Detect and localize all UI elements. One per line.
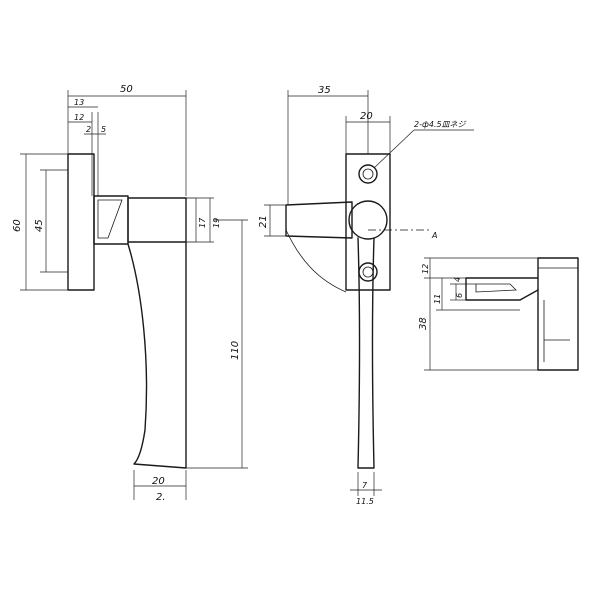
front-lever <box>357 237 375 469</box>
front-screw-hole-bottom <box>358 262 378 282</box>
section-view: 12 4 11 6 38 <box>418 257 579 371</box>
dim-13: 13 <box>74 98 84 107</box>
dim-20: 20 <box>360 111 373 122</box>
section-mark-a: A <box>431 231 437 240</box>
dim-2: 2 <box>86 125 91 134</box>
front-hub <box>348 200 388 240</box>
side-view: 50 13 12 2 5 60 45 17 19 110 <box>12 84 248 503</box>
section-dim-4: 4 <box>453 277 462 282</box>
side-spindle <box>127 197 187 243</box>
dim-60: 60 <box>12 219 23 232</box>
dim-19: 19 <box>212 218 221 228</box>
section-arm <box>465 277 539 301</box>
dim-35: 35 <box>318 85 331 96</box>
hole-note: 2-ф4.5皿ネジ <box>414 120 467 129</box>
section-dim-11: 11 <box>433 294 442 304</box>
dim-45: 45 <box>34 219 45 232</box>
dim-110: 110 <box>230 341 241 360</box>
side-lever <box>127 241 187 469</box>
dim-bottom-b: 2. <box>156 492 166 503</box>
section-housing <box>537 257 579 371</box>
section-dim-6: 6 <box>455 293 464 298</box>
dim-17: 17 <box>198 217 207 228</box>
dim-11-5: 11.5 <box>356 497 374 506</box>
dim-21: 21 <box>258 215 269 228</box>
dim-7: 7 <box>362 481 368 490</box>
dim-5: 5 <box>101 125 106 134</box>
front-handle-arm <box>285 201 353 239</box>
dim-12-side: 12 <box>74 113 84 122</box>
front-screw-hole-top <box>358 164 378 184</box>
section-dim-12: 12 <box>421 264 430 274</box>
section-dim-38: 38 <box>418 317 429 330</box>
dim-50: 50 <box>120 84 133 95</box>
side-collar <box>93 195 129 245</box>
front-view: 35 20 2-ф4.5皿ネジ 21 A 7 11.5 <box>258 85 474 506</box>
front-swing-arc <box>285 229 347 293</box>
dim-bottom-a: 20 <box>152 476 165 487</box>
side-base-plate <box>67 153 95 291</box>
side-collar-bevel <box>97 199 123 239</box>
